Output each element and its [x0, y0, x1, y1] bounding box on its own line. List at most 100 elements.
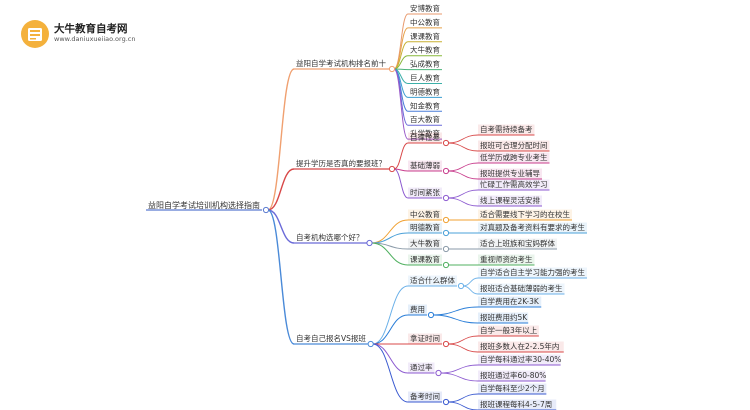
node-highlight: [478, 312, 529, 323]
mind-map-nodes: 益阳自学考试培训机构选择指南益阳自学考试机构排名前十安博教育中公教育课课教育大牛…: [148, 3, 587, 410]
leaf-node-3-2-1[interactable]: 对真题及备考资料有要求的考生: [480, 222, 585, 232]
sub-node-1-5[interactable]: 弘成教育: [410, 59, 440, 69]
leaf-connector: [440, 364, 479, 374]
sub-node-1-10[interactable]: 升学教育: [410, 128, 440, 138]
sub-connector-dot: [442, 216, 450, 224]
branch-node-3[interactable]: 自考机构选哪个好？: [296, 232, 364, 242]
node-highlight: [478, 354, 561, 365]
sub-node-1-6[interactable]: 巨人教育: [410, 73, 440, 83]
sub-node-3-1[interactable]: 中公教育: [410, 209, 440, 219]
sub-connector: [372, 343, 409, 374]
leaf-node-4-4-1[interactable]: 自学每科通过率30-40%: [480, 354, 561, 364]
node-highlight: [478, 209, 572, 220]
leaf-node-2-2-1[interactable]: 低学历或跨专业考生: [480, 152, 548, 162]
sub-node-1-4[interactable]: 大牛教育: [410, 45, 440, 55]
sub-node-2-1[interactable]: 自律性差: [410, 132, 440, 142]
node-highlight: [478, 296, 542, 307]
node-highlight: [478, 383, 547, 394]
sub-connector-dot: [435, 369, 442, 377]
node-highlight: [478, 124, 535, 135]
branch-node-2[interactable]: 提升学历是否真的要报班？: [296, 158, 386, 168]
leaf-node-2-3-1[interactable]: 忙碌工作需高效学习: [480, 179, 548, 189]
leaf-node-4-2-2[interactable]: 报班费用约5K: [480, 312, 528, 322]
sub-node-4-1[interactable]: 适合什么群体: [410, 275, 455, 285]
leaf-node-2-1-2[interactable]: 报班可合理分配时间: [480, 140, 548, 150]
node-highlight: [408, 362, 435, 373]
node-highlight: [478, 267, 587, 278]
leaf-node-4-5-1[interactable]: 自学每科至少2个月: [480, 383, 545, 393]
leaf-node-4-5-2[interactable]: 报班课程每科4-5-7周: [480, 399, 552, 409]
leaf-connector: [447, 335, 479, 345]
sub-node-1-9[interactable]: 百大教育: [410, 114, 440, 124]
node-highlight: [408, 304, 427, 315]
sub-node-1-7[interactable]: 明德教育: [410, 86, 440, 96]
sub-node-4-2[interactable]: 费用: [410, 304, 425, 314]
sub-connector-dot: [442, 139, 450, 147]
sub-connector: [371, 242, 409, 266]
leaf-connector: [447, 401, 479, 410]
sub-node-1-1[interactable]: 安博教育: [410, 3, 440, 13]
node-highlight: [408, 187, 442, 198]
leaf-connector: [462, 285, 479, 295]
leaf-node-2-2-2[interactable]: 报班提供专业辅导: [480, 168, 540, 178]
sub-node-3-4[interactable]: 课课教育: [410, 254, 440, 264]
sub-node-2-3[interactable]: 时间紧张: [410, 187, 440, 197]
leaf-connector: [447, 162, 479, 172]
leaf-connector: [447, 393, 479, 403]
leaf-node-4-1-2[interactable]: 报班适合基础薄弱的考生: [480, 283, 563, 293]
branch-connector: [267, 209, 295, 244]
sub-node-4-4[interactable]: 通过率: [410, 362, 433, 372]
branch-connector-dot: [388, 165, 396, 173]
sub-node-4-5[interactable]: 备考时间: [410, 391, 440, 401]
branch-node-4[interactable]: 自考自己报名VS报班: [296, 333, 366, 343]
leaf-connector: [447, 343, 479, 353]
branch-node-1[interactable]: 益阳自学考试机构排名前十: [296, 58, 386, 68]
node-highlight: [478, 168, 542, 179]
sub-connector-dot: [457, 282, 465, 290]
leaf-node-2-3-2[interactable]: 线上课程灵活安排: [480, 195, 540, 205]
sub-node-2-2[interactable]: 基础薄弱: [410, 160, 440, 170]
sub-connector: [372, 285, 409, 345]
node-highlight: [408, 333, 442, 344]
leaf-node-2-1-1[interactable]: 自考需持续备考: [480, 124, 533, 134]
sub-connector: [393, 68, 409, 126]
root-node[interactable]: 益阳自学考试培训机构选择指南: [148, 200, 260, 210]
leaf-connector: [447, 142, 479, 152]
leaf-connector: [440, 372, 479, 382]
leaf-node-3-1-1[interactable]: 适合需要线下学习的在校生: [480, 209, 570, 219]
node-highlight: [478, 254, 535, 265]
sub-connector-dot: [442, 340, 450, 348]
node-highlight: [478, 195, 542, 206]
leaf-node-4-3-2[interactable]: 报班多数人在2-2.5年内: [480, 341, 559, 351]
sub-node-1-2[interactable]: 中公教育: [410, 17, 440, 27]
node-highlight: [478, 399, 557, 410]
leaf-node-3-4-1[interactable]: 重视师资的考生: [480, 254, 533, 264]
node-highlight: [408, 238, 442, 249]
sub-node-1-3[interactable]: 课课教育: [410, 31, 440, 41]
sub-node-1-8[interactable]: 知金教育: [410, 100, 440, 110]
branch-connector: [267, 209, 295, 345]
sub-node-4-3[interactable]: 拿证时间: [410, 333, 440, 343]
leaf-node-4-2-1[interactable]: 自学费用在2K-3K: [480, 296, 540, 306]
leaf-node-4-3-1[interactable]: 自学一般3年以上: [480, 325, 538, 335]
brand-logo-icon: [20, 19, 50, 53]
brand-url: www.daniuxueiiao.org.cn: [54, 35, 136, 43]
leaf-connector: [447, 170, 479, 180]
node-highlight: [478, 222, 587, 233]
node-highlight: [478, 140, 550, 151]
sub-connector: [371, 219, 409, 244]
leaf-node-4-4-2[interactable]: 报班通过率60-80%: [480, 370, 546, 380]
node-highlight: [478, 283, 565, 294]
node-highlight: [408, 160, 442, 171]
leaf-connector: [447, 134, 479, 144]
sub-node-3-3[interactable]: 大牛教育: [410, 238, 440, 248]
node-highlight: [408, 275, 457, 286]
sub-node-3-2[interactable]: 明德教育: [410, 222, 440, 232]
node-highlight: [478, 238, 557, 249]
leaf-node-3-3-1[interactable]: 适合上班族和宝妈群体: [480, 238, 555, 248]
leaf-node-4-1-1[interactable]: 自学适合自主学习能力强的考生: [480, 267, 585, 277]
sub-connector: [372, 314, 409, 345]
node-highlight: [478, 370, 546, 381]
sub-connector: [372, 343, 409, 403]
